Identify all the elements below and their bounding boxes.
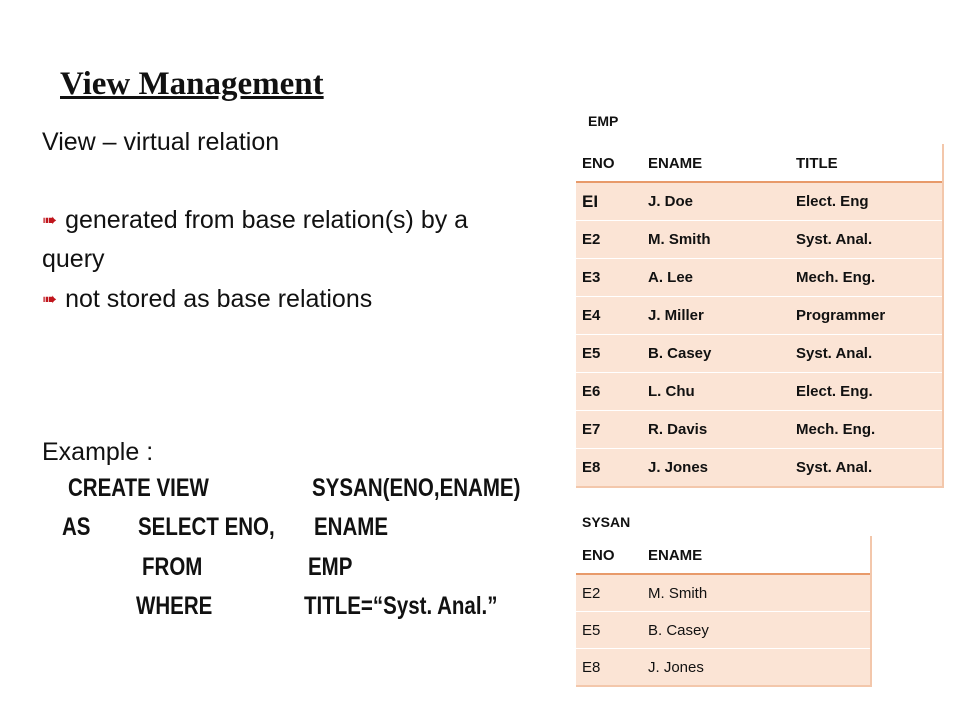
code-keyword: AS bbox=[62, 513, 91, 541]
code-text: TITLE=“Syst. Anal.” bbox=[304, 592, 498, 620]
code-text: ENAME bbox=[314, 513, 389, 541]
table-row: E3 A. Lee Mech. Eng. bbox=[576, 258, 942, 297]
table-cell: Syst. Anal. bbox=[790, 448, 942, 486]
code-keyword: FROM bbox=[142, 553, 203, 581]
bullet-continuation: query bbox=[42, 245, 105, 273]
code-line-2: AS bbox=[62, 513, 97, 542]
sysan-table-frame: ENO ENAME E2 M. Smith E5 B. Casey E8 J. … bbox=[576, 536, 872, 687]
table-row: E5 B. Casey Syst. Anal. bbox=[576, 334, 942, 373]
code-line-4-condition: TITLE=“Syst. Anal.” bbox=[304, 592, 540, 621]
table-cell: J. Jones bbox=[642, 648, 870, 685]
code-line-1-value: SYSAN(ENO,ENAME) bbox=[312, 474, 566, 503]
table-cell: E2 bbox=[576, 220, 642, 259]
column-header: ENAME bbox=[642, 536, 870, 575]
table-cell: E5 bbox=[576, 611, 642, 649]
table-cell: Mech. Eng. bbox=[790, 410, 942, 449]
emp-table-caption: EMP bbox=[588, 113, 619, 129]
bullet-item-not-stored: ➠ not stored as base relations bbox=[42, 285, 372, 314]
table-cell: E4 bbox=[576, 296, 642, 335]
code-line-2-select: SELECT ENO, bbox=[138, 513, 305, 542]
bullet-text: not stored as base relations bbox=[65, 285, 373, 313]
slide-title: View Management bbox=[60, 66, 324, 102]
table-row: E7 R. Davis Mech. Eng. bbox=[576, 410, 942, 449]
sysan-table: ENO ENAME E2 M. Smith E5 B. Casey E8 J. … bbox=[576, 536, 870, 685]
example-label: Example : bbox=[42, 438, 154, 466]
sysan-table-caption: SYSAN bbox=[582, 514, 631, 530]
bullet-text: generated from base relation(s) by a bbox=[65, 206, 469, 234]
table-cell: J. Jones bbox=[642, 448, 790, 486]
code-keyword: WHERE bbox=[136, 592, 213, 620]
code-text: SYSAN(ENO,ENAME) bbox=[312, 474, 521, 502]
table-row: E6 L. Chu Elect. Eng. bbox=[576, 372, 942, 411]
table-cell: EI bbox=[576, 181, 642, 221]
table-cell: B. Casey bbox=[642, 334, 790, 373]
table-row: EI J. Doe Elect. Eng bbox=[576, 181, 942, 221]
code-text: EMP bbox=[308, 553, 353, 581]
column-header: ENO bbox=[576, 536, 642, 575]
sysan-table-header: ENO ENAME bbox=[576, 536, 870, 575]
table-cell: Elect. Eng. bbox=[790, 372, 942, 411]
code-line-3: FROM bbox=[142, 553, 216, 582]
code-text: SELECT ENO, bbox=[138, 513, 275, 541]
table-row: E4 J. Miller Programmer bbox=[576, 296, 942, 335]
bullet-item-generated: ➠ generated from base relation(s) by a bbox=[42, 206, 468, 235]
table-cell: E8 bbox=[576, 448, 642, 486]
table-cell: E7 bbox=[576, 410, 642, 449]
table-cell: M. Smith bbox=[642, 573, 870, 612]
column-header: TITLE bbox=[790, 144, 942, 183]
table-cell: Programmer bbox=[790, 296, 942, 335]
table-row: E8 J. Jones bbox=[576, 648, 870, 685]
code-line-2-column: ENAME bbox=[314, 513, 404, 542]
arrow-bullet-icon: ➠ bbox=[42, 210, 58, 230]
table-cell: E2 bbox=[576, 573, 642, 612]
table-cell: L. Chu bbox=[642, 372, 790, 411]
table-cell: J. Miller bbox=[642, 296, 790, 335]
table-row: E5 B. Casey bbox=[576, 611, 870, 649]
table-cell: Elect. Eng bbox=[790, 181, 942, 221]
table-row: E8 J. Jones Syst. Anal. bbox=[576, 448, 942, 486]
table-cell: Syst. Anal. bbox=[790, 220, 942, 259]
table-cell: B. Casey bbox=[642, 611, 870, 649]
emp-table-header: ENO ENAME TITLE bbox=[576, 144, 942, 183]
code-line-4: WHERE bbox=[136, 592, 229, 621]
table-cell: A. Lee bbox=[642, 258, 790, 297]
column-header: ENAME bbox=[642, 144, 790, 183]
code-line-1: CREATE VIEW bbox=[68, 474, 240, 503]
emp-table-frame: ENO ENAME TITLE EI J. Doe Elect. Eng E2 … bbox=[576, 144, 944, 488]
table-cell: E5 bbox=[576, 334, 642, 373]
table-row: E2 M. Smith Syst. Anal. bbox=[576, 220, 942, 259]
table-cell: M. Smith bbox=[642, 220, 790, 259]
table-cell: E6 bbox=[576, 372, 642, 411]
emp-table: ENO ENAME TITLE EI J. Doe Elect. Eng E2 … bbox=[576, 144, 942, 486]
code-line-3-table: EMP bbox=[308, 553, 362, 582]
table-cell: Syst. Anal. bbox=[790, 334, 942, 373]
definition-line: View – virtual relation bbox=[42, 128, 280, 156]
code-keyword: CREATE VIEW bbox=[68, 474, 209, 502]
table-cell: Mech. Eng. bbox=[790, 258, 942, 297]
table-cell: E8 bbox=[576, 648, 642, 685]
table-cell: J. Doe bbox=[642, 181, 790, 221]
table-cell: E3 bbox=[576, 258, 642, 297]
table-cell: R. Davis bbox=[642, 410, 790, 449]
arrow-bullet-icon: ➠ bbox=[42, 289, 58, 309]
table-row: E2 M. Smith bbox=[576, 573, 870, 612]
column-header: ENO bbox=[576, 144, 642, 183]
